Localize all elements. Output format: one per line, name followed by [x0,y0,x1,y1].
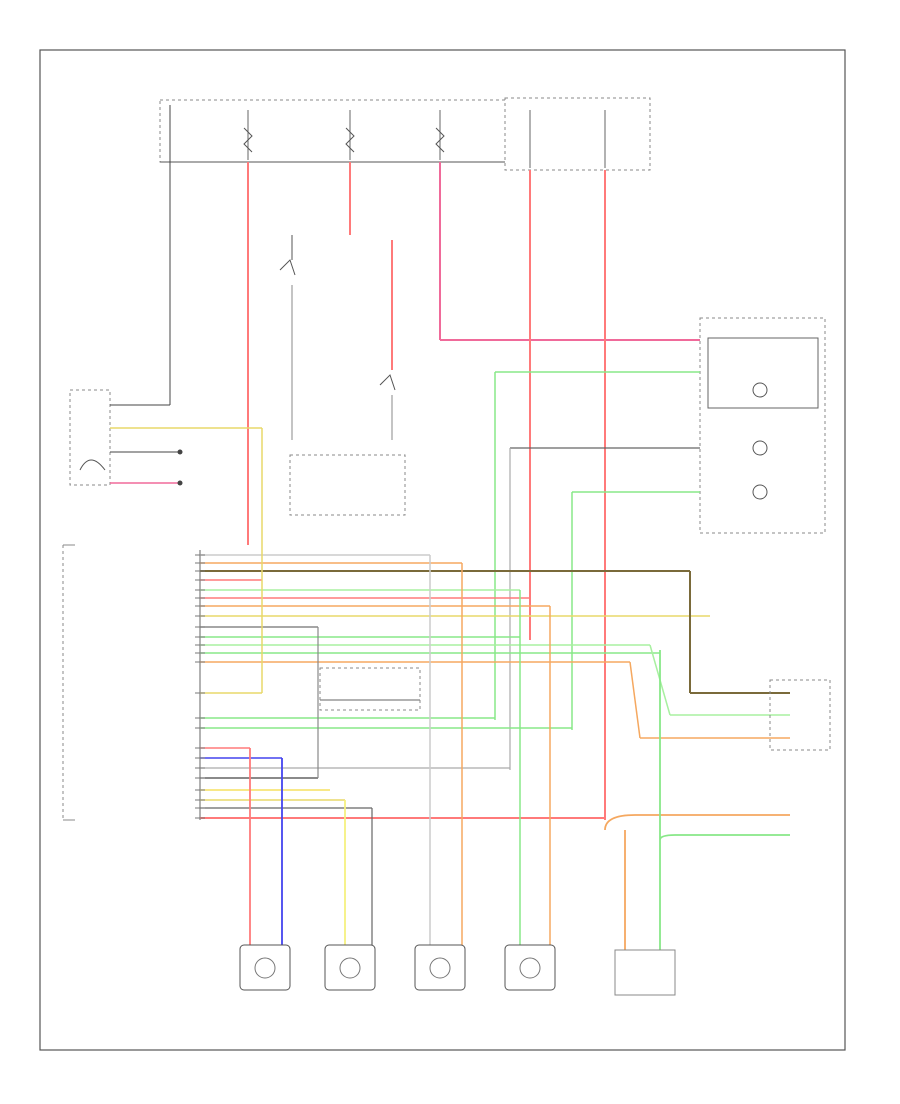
stop-lamp-switches [279,235,406,516]
control-module-bracket [62,544,201,821]
speed-sensors [239,944,556,991]
feed-wires [247,162,700,820]
ignition-switch [69,105,183,486]
instrument-cluster [699,317,826,534]
sensor-1 [239,944,291,991]
link-wires [110,427,421,778]
right-connectors [604,571,831,996]
module-pins [195,554,205,819]
sensor-leads [249,555,551,945]
diagram-frame [39,49,846,1051]
relay-box [504,97,651,171]
sensor-2 [324,944,376,991]
fuse-block [159,99,506,163]
sensor-4 [504,944,556,991]
sensor-3 [414,944,466,991]
